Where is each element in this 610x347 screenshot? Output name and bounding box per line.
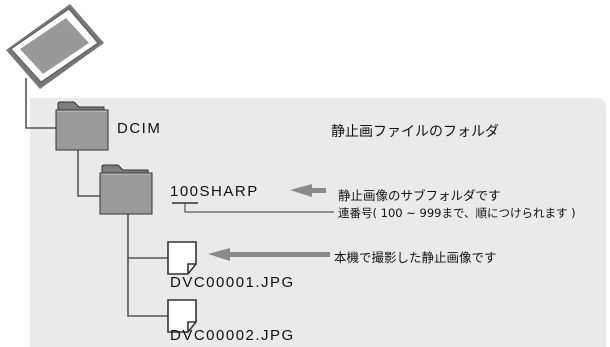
memory-card-icon [6,4,104,89]
subfolder-label: 100SHARP [170,183,259,200]
left-arrow-icon [208,248,330,261]
folder-icon [55,101,109,151]
dcim-folder-description: 静止画ファイルのフォルダ [331,124,499,140]
left-arrow-icon [290,184,326,197]
tree-lines [25,78,168,317]
serial-leader-line [184,203,334,213]
dcim-folder-label: DCIM [117,120,162,137]
folder-icon [99,164,153,215]
file-name-1: DVC00001.JPG [170,274,295,291]
file-icon [167,299,197,333]
background-panel [30,98,606,347]
file-icon [167,241,197,275]
file-name-2: DVC00002.JPG [170,327,295,344]
subfolder-description: 静止画像のサブフォルダです [338,188,501,203]
serial-number-note: 連番号( 100 ~ 999まで、順につけられます ) [338,206,576,220]
file-description: 本機で撮影した静止画像です [334,250,497,265]
